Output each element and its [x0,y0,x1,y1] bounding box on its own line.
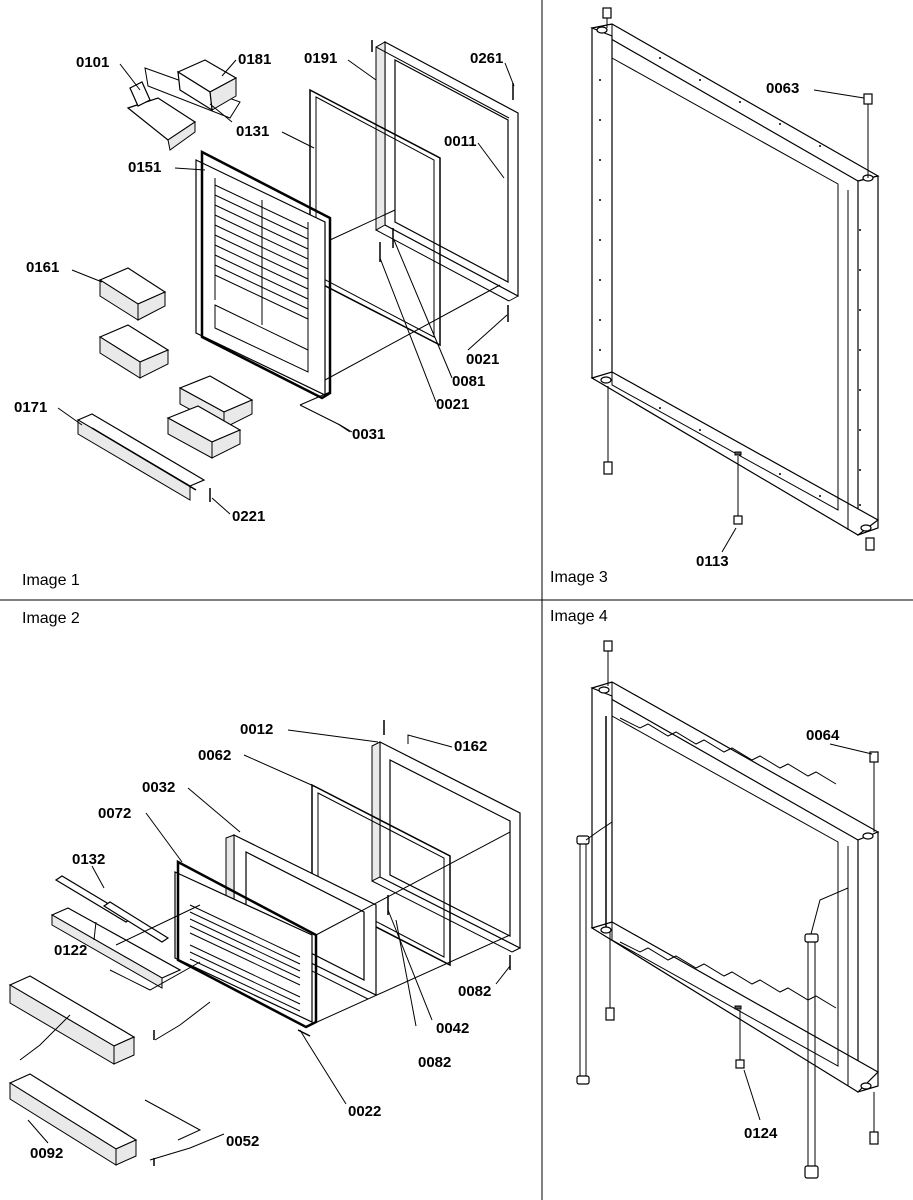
callout-0181: 0181 [238,51,271,68]
callout-0124: 0124 [744,1125,778,1142]
callout-0092: 0092 [30,1145,63,1162]
frame-post-top-4 [603,640,613,686]
callout-0191: 0191 [304,50,337,67]
callout-0162: 0162 [454,738,487,755]
callout-0063: 0063 [766,80,799,97]
callout-0032: 0032 [142,779,175,796]
callout-0021-a: 0021 [466,351,499,368]
screw-0064 [869,751,879,832]
panel-title-image2: Image 2 [22,610,80,627]
door-outer-panel [375,40,519,302]
door-bin-4 [166,405,242,459]
door-bin-2 [98,324,170,379]
frame-post-bottom-3 [603,386,613,475]
callout-0161: 0161 [26,259,59,276]
callout-0082-b: 0082 [418,1054,451,1071]
callout-0021-b: 0021 [436,396,469,413]
door-rail-0171 [76,413,206,501]
image2-panel: Image 2 [8,610,521,1166]
callout-0052: 0052 [226,1133,259,1150]
liner-shelf-ribs-2 [189,904,301,1012]
heater-tube-right [804,887,849,1179]
door-bin-large-1 [8,975,136,1065]
panel-title-image4: Image 4 [550,608,608,625]
liner-shelf-ribs [214,184,309,320]
screw-0063 [863,93,873,178]
image1-panel: 0101 0181 0191 0261 0131 0011 0151 0161 … [14,40,519,589]
door-bracket-0181 [176,59,238,112]
callout-0011: 0011 [444,133,477,150]
callout-0064: 0064 [806,727,840,744]
callout-0012: 0012 [240,721,273,738]
door-gasket-2 [311,783,451,967]
callout-0031: 0031 [352,426,385,443]
callout-0122: 0122 [54,942,87,959]
door-frame-3 [590,23,880,536]
callout-0171: 0171 [14,399,47,416]
callout-0022: 0022 [348,1103,381,1120]
panel-title-image3: Image 3 [550,569,608,586]
callout-0151: 0151 [128,159,161,176]
frame-post-bottom-4 [605,932,615,1021]
door-bracket-0101 [126,67,241,151]
image3-panel: 0063 0113 Image 3 [550,7,880,586]
frame-holes-3 [599,57,861,506]
callout-0081: 0081 [452,373,485,390]
screw-0113 [733,456,743,525]
frame-post-top-3 [602,7,612,28]
callout-0062: 0062 [198,747,231,764]
callout-0261: 0261 [470,50,503,67]
screw-0022 [297,1029,311,1037]
image4-panel: Image 4 [550,608,880,1179]
callout-0042: 0042 [436,1020,469,1037]
callout-0082-a: 0082 [458,983,491,1000]
shelf-0122 [50,907,182,989]
shelf-bar-0132 [54,875,170,943]
callout-0131: 0131 [236,123,269,140]
callout-0113: 0113 [696,553,729,570]
callout-0221: 0221 [232,508,265,525]
callout-0101: 0101 [76,54,109,71]
door-inner-liner [195,149,332,400]
callout-0132: 0132 [72,851,105,868]
door-outer-panel-2 [371,741,521,953]
screw-0124 [735,1010,745,1069]
door-frame-4 [590,681,880,1093]
frame-post-bottomright-4 [869,1092,879,1145]
door-bin-0161 [98,267,167,321]
panel-title-image1: Image 1 [22,572,80,589]
heater-tube-left [576,821,613,1085]
callout-0072: 0072 [98,805,131,822]
frame-post-bottomright-3 [865,537,875,551]
door-bin-0092 [8,1073,138,1166]
